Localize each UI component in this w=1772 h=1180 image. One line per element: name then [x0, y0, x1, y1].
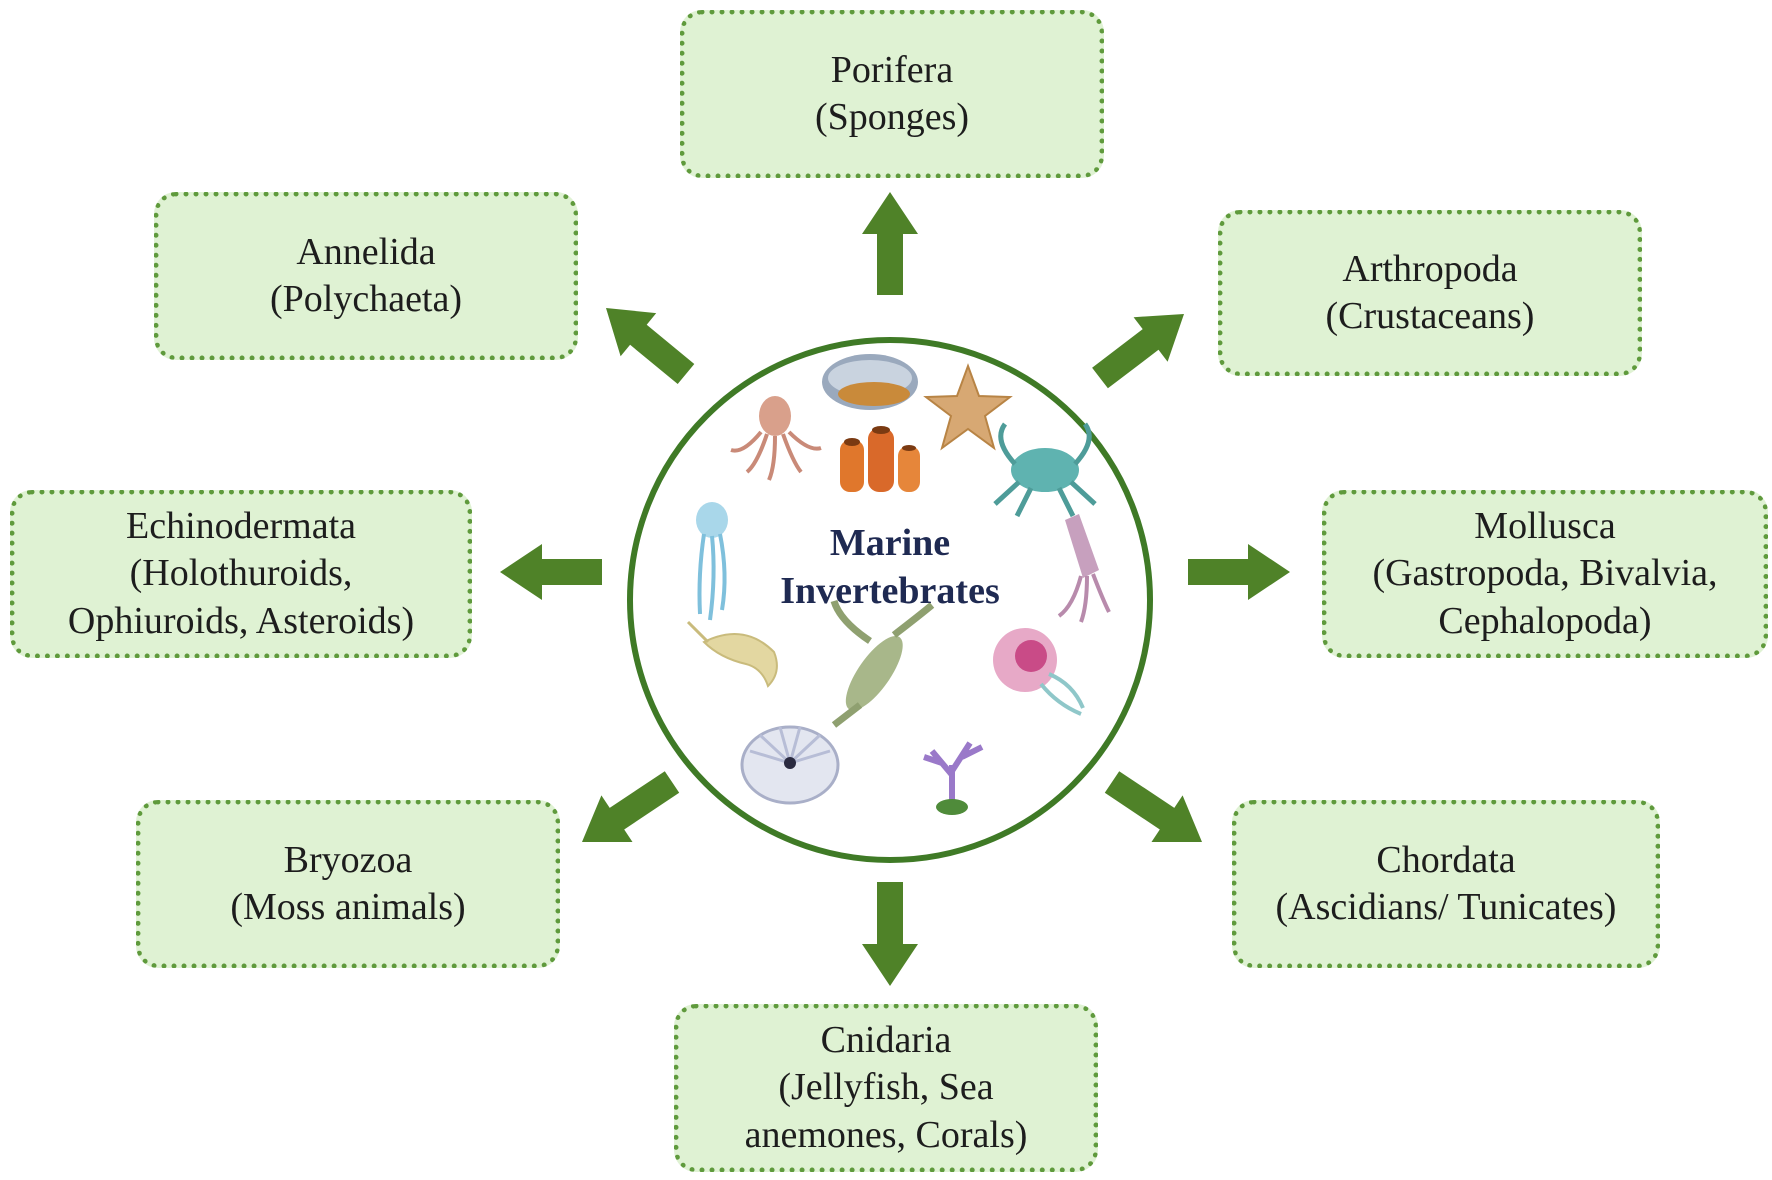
phylum-box-chordata: Chordata (Ascidians/ Tunicates) [1232, 800, 1660, 968]
arrows-layer [500, 192, 1290, 986]
phylum-name: Mollusca [1474, 505, 1616, 548]
phylum-desc: (Ascidians/ Tunicates) [1275, 886, 1617, 928]
arrow-to-echinodermata [500, 544, 602, 600]
phylum-desc-line1: (Jellyfish, Sea [778, 1066, 994, 1109]
crab-icon [993, 422, 1097, 518]
phylum-name: Arthropoda [1342, 247, 1518, 290]
phylum-box-bryozoa: Bryozoa (Moss animals) [136, 800, 560, 968]
phylum-desc: (Moss animals) [230, 886, 466, 928]
phylum-name: Bryozoa [283, 838, 413, 881]
phylum-box-echinodermata: Echinodermata (Holothuroids, Ophiuroids,… [10, 490, 472, 658]
coral-icon [923, 741, 984, 815]
starfish-icon [923, 363, 1013, 451]
phylum-box-porifera: Porifera (Sponges) [680, 10, 1104, 178]
phylum-desc: (Sponges) [814, 96, 970, 138]
center-title-line1: Marine [829, 522, 951, 564]
phylum-desc-line2: anemones, Corals) [744, 1113, 1028, 1156]
jellyfish-icon [696, 502, 728, 621]
phylum-name: Annelida [296, 230, 436, 273]
arrow-to-mollusca [1188, 544, 1290, 600]
phylum-desc-line1: (Gastropoda, Bivalvia, [1372, 552, 1718, 595]
lobster-icon [830, 599, 935, 728]
arrow-to-bryozoa [582, 771, 680, 842]
phylum-box-cnidaria: Cnidaria (Jellyfish, Sea anemones, Coral… [674, 1004, 1098, 1172]
phylum-box-mollusca: Mollusca (Gastropoda, Bivalvia, Cephalop… [1322, 490, 1768, 658]
phylum-desc-line2: Cephalopoda) [1438, 599, 1652, 642]
phylum-name: Porifera [830, 48, 954, 91]
nautilus-icon [993, 628, 1085, 716]
illustration-group [686, 354, 1111, 815]
phylum-name: Chordata [1376, 838, 1516, 881]
phylum-desc: (Polychaeta) [269, 278, 463, 320]
arrow-to-annelida [606, 308, 695, 384]
arrow-to-porifera [862, 192, 918, 295]
phylum-desc: (Crustaceans) [1325, 295, 1535, 337]
shrimp-icon [686, 620, 778, 688]
phylum-desc-line2: Ophiuroids, Asteroids) [67, 599, 415, 642]
sea-urchin-icon [740, 725, 840, 805]
phylum-name: Cnidaria [820, 1019, 952, 1062]
clam-icon [822, 354, 918, 410]
phylum-desc-line1: (Holothuroids, [129, 552, 353, 595]
squid-icon [1057, 514, 1111, 623]
octopus-icon [730, 396, 822, 481]
center-title: Marine Invertebrates [690, 520, 1090, 615]
phylum-box-arthropoda: Arthropoda (Crustaceans) [1218, 210, 1642, 376]
phylum-name: Echinodermata [125, 505, 356, 548]
arrow-to-arthropoda [1092, 314, 1184, 389]
phylum-box-annelida: Annelida (Polychaeta) [154, 192, 578, 360]
arrow-to-cnidaria [862, 882, 918, 986]
sponge-icon [840, 426, 920, 492]
center-title-line2: Invertebrates [780, 569, 1000, 612]
arrow-to-chordata [1104, 771, 1202, 842]
